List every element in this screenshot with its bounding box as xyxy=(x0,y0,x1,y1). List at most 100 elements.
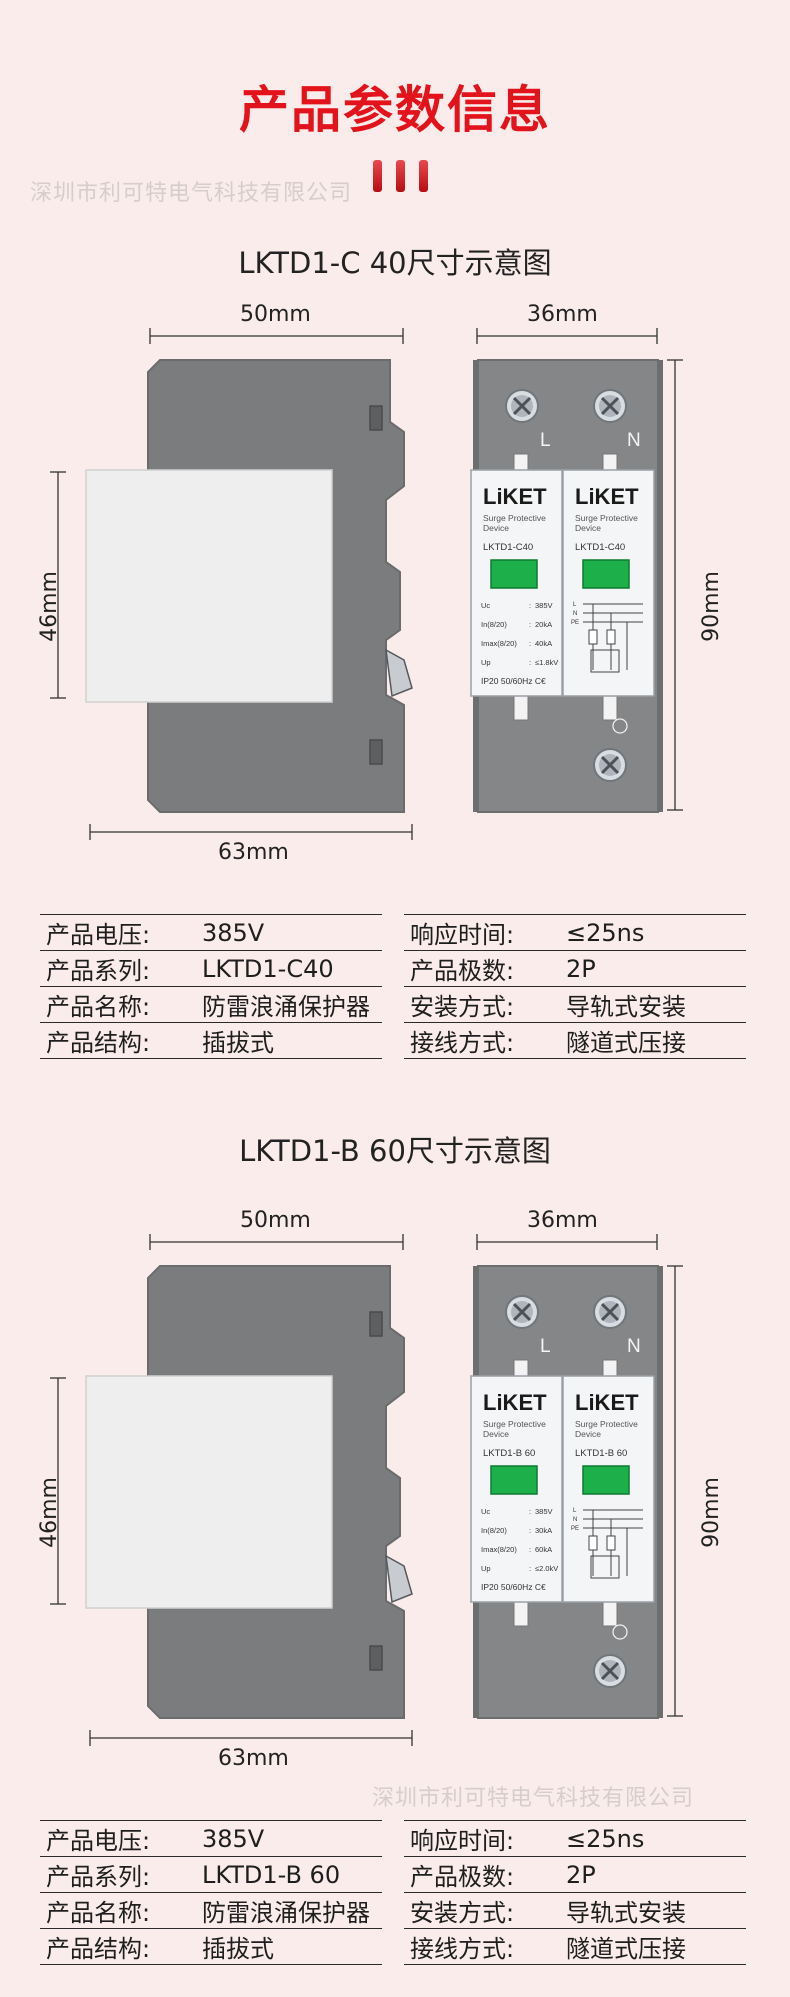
spec-key: 产品结构: xyxy=(40,1928,196,1965)
screw-slot xyxy=(600,396,620,416)
dim-height-front: 90mm xyxy=(698,1477,724,1548)
table-row: 产品系列: LKTD1-C40 产品极数: 2P xyxy=(40,950,746,987)
module-subtitle: Device xyxy=(575,1429,601,1439)
spec-key-label: In(8/20) xyxy=(481,1526,507,1535)
wiring-label: PE xyxy=(571,1526,579,1532)
wiring-label: PE xyxy=(571,620,579,626)
watermark-bottom: 深圳市利可特电气科技有限公司 xyxy=(372,1786,695,1811)
module-footer: IP20 50/60Hz C€ xyxy=(481,1582,546,1592)
spec-key: 产品系列: xyxy=(40,950,196,987)
spec-value: 导轨式安装 xyxy=(560,986,746,1023)
module-subtitle: Device xyxy=(575,523,601,533)
table-row: 产品名称: 防雷浪涌保护器 安装方式: 导轨式安装 xyxy=(40,1892,746,1929)
fuse-icon xyxy=(606,629,616,645)
title-decoration xyxy=(366,160,435,196)
spec-value-label: 30kA xyxy=(535,1526,552,1535)
module-subtitle: Device xyxy=(483,1429,509,1439)
wiring-label: L xyxy=(573,602,577,608)
rail-clip-icon xyxy=(385,1554,413,1604)
spec-value: 插拔式 xyxy=(196,1928,382,1965)
spec-value: 2P xyxy=(560,1856,746,1893)
ground-icon xyxy=(612,718,628,734)
spec-colon: : xyxy=(529,1507,531,1516)
spec-key: 响应时间: xyxy=(404,1820,560,1857)
spec-key: 产品结构: xyxy=(40,1022,196,1059)
terminal-slot xyxy=(602,693,618,721)
spec-key: 安装方式: xyxy=(404,986,560,1023)
side-slot xyxy=(369,1311,383,1337)
spec-value: 隧道式压接 xyxy=(560,1022,746,1059)
fuse-icon xyxy=(588,1535,598,1551)
watermark-top: 深圳市利可特电气科技有限公司 xyxy=(30,181,353,206)
spec-key: 安装方式: xyxy=(404,1892,560,1929)
table-row: 产品结构: 插拔式 接线方式: 隧道式压接 xyxy=(40,1928,746,1965)
ground-icon xyxy=(612,1624,628,1640)
module-model: LKTD1-B 60 xyxy=(483,1448,535,1459)
fuse-icon xyxy=(606,1535,616,1551)
spec-value: ≤25ns xyxy=(560,914,746,951)
dim-width-front: 36mm xyxy=(527,302,598,327)
spec-key: 产品极数: xyxy=(404,950,560,987)
brand-logo: LiKET xyxy=(483,484,547,509)
spec-value: ≤25ns xyxy=(560,1820,746,1857)
dim-width-side: 50mm xyxy=(240,302,311,327)
spec-key-label: In(8/20) xyxy=(481,620,507,629)
spec-key: 产品名称: xyxy=(40,1892,196,1929)
status-window xyxy=(490,559,538,589)
spec-key: 接线方式: xyxy=(404,1022,560,1059)
spec-colon: : xyxy=(529,601,531,610)
brand-logo: LiKET xyxy=(483,1390,547,1415)
spec-table-1: 产品电压: 385V 响应时间: ≤25ns 产品系列: LKTD1-C40 产… xyxy=(40,914,746,1059)
terminal-slot xyxy=(513,693,529,721)
side-view-cover xyxy=(85,469,333,703)
spec-value: 2P xyxy=(560,950,746,987)
spec-key-label: Up xyxy=(481,658,491,667)
spec-value: LKTD1-B 60 xyxy=(196,1856,382,1893)
spec-key: 响应时间: xyxy=(404,914,560,951)
screw-slot xyxy=(600,1661,620,1681)
table-row: 产品系列: LKTD1-B 60 产品极数: 2P xyxy=(40,1856,746,1893)
spd-icon xyxy=(590,649,620,673)
page-title: 产品参数信息 xyxy=(239,81,551,139)
side-slot xyxy=(369,405,383,431)
table-row: 产品结构: 插拔式 接线方式: 隧道式压接 xyxy=(40,1022,746,1059)
module-subtitle: Surge Protective xyxy=(575,1419,638,1429)
side-slot xyxy=(369,739,383,765)
dim-height-side: 46mm xyxy=(36,571,62,642)
spec-value-label: 60kA xyxy=(535,1545,552,1554)
spec-key: 接线方式: xyxy=(404,1928,560,1965)
wiring-label: N xyxy=(573,611,577,617)
section-1-title: LKTD1-C 40尺寸示意图 xyxy=(238,246,552,280)
spec-value: 导轨式安装 xyxy=(560,1892,746,1929)
side-view-cover xyxy=(85,1375,333,1609)
module-subtitle: Surge Protective xyxy=(575,513,638,523)
spec-key-label: Imax(8/20) xyxy=(481,1545,517,1554)
spec-value: 385V xyxy=(196,914,382,951)
brand-logo: LiKET xyxy=(575,484,639,509)
terminal-label-l: L xyxy=(540,1336,551,1357)
spec-value: LKTD1-C40 xyxy=(196,950,382,987)
wiring-label: L xyxy=(573,1508,577,1514)
spec-value-label: 385V xyxy=(535,1507,553,1516)
spec-value-label: 40kA xyxy=(535,639,552,648)
spec-value-label: 385V xyxy=(535,601,553,610)
screw-slot xyxy=(512,396,532,416)
status-window xyxy=(582,559,630,589)
spec-key: 产品极数: xyxy=(404,1856,560,1893)
screw-slot xyxy=(600,1302,620,1322)
spec-value-label: ≤2.0kV xyxy=(535,1564,558,1573)
module-model: LKTD1-B 60 xyxy=(575,1448,627,1459)
module-footer: IP20 50/60Hz C€ xyxy=(481,676,546,686)
front-edge xyxy=(658,1266,663,1718)
spec-key: 产品电压: xyxy=(40,914,196,951)
screw-slot xyxy=(600,755,620,775)
spec-colon: : xyxy=(529,658,531,667)
spec-value-label: ≤1.8kV xyxy=(535,658,558,667)
dim-depth: 63mm xyxy=(218,840,289,865)
spec-colon: : xyxy=(529,620,531,629)
terminal-slot xyxy=(513,1599,529,1627)
status-window xyxy=(582,1465,630,1495)
spd-icon xyxy=(590,1555,620,1579)
